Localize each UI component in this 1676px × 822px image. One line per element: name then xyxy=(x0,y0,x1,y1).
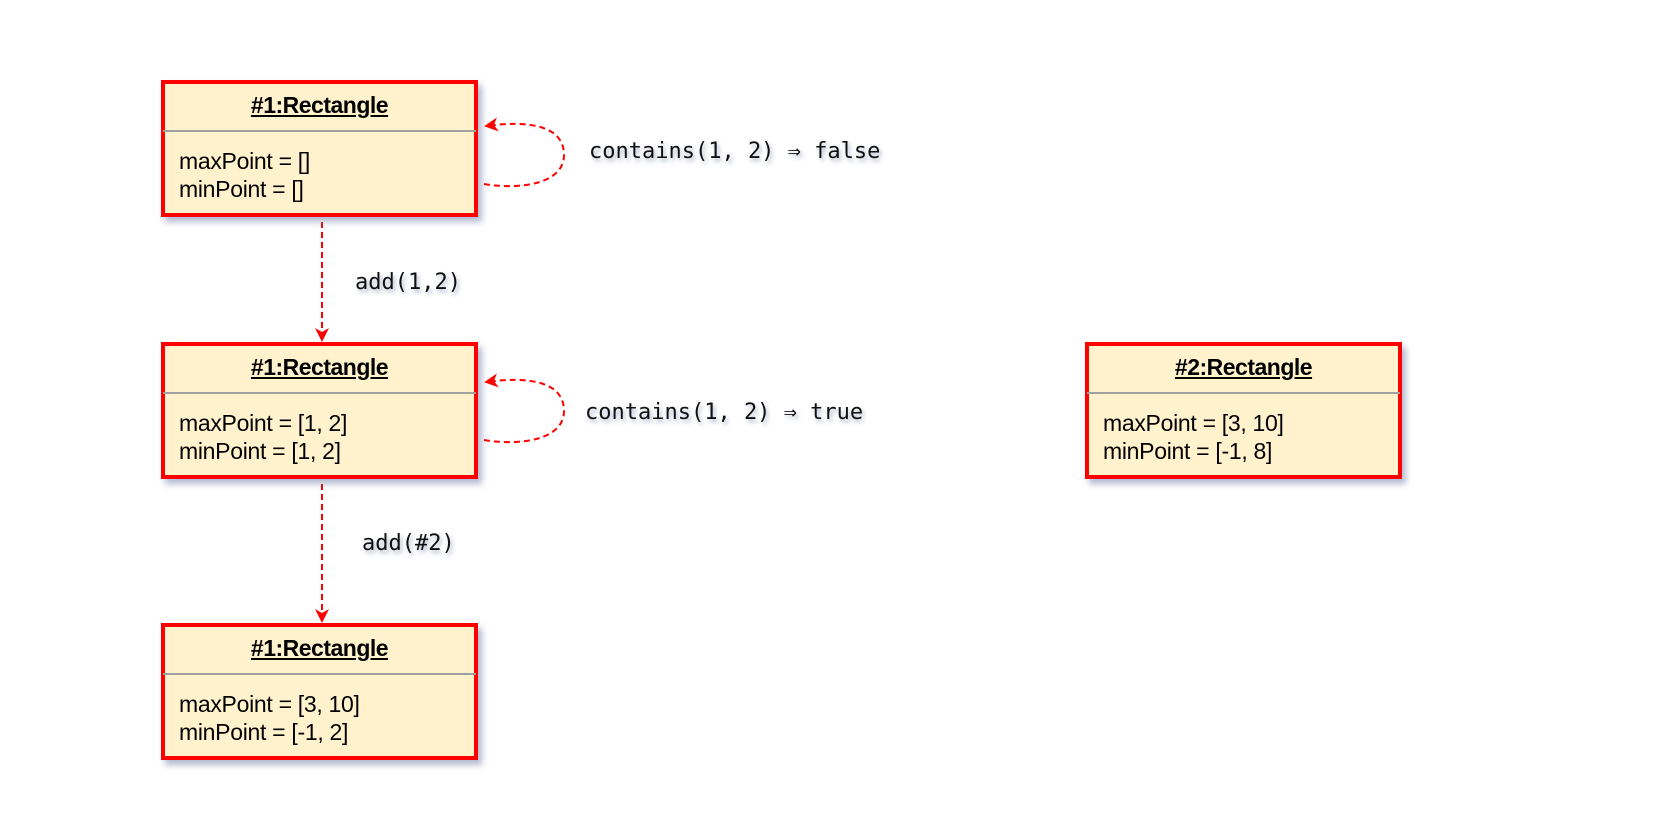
object-title: #1:Rectangle xyxy=(250,354,389,380)
divider xyxy=(163,392,476,394)
divider xyxy=(163,130,476,132)
message-label-contains-false: contains(1, 2) ⇒ false xyxy=(589,139,881,164)
attr-minpoint: minPoint = [1, 2] xyxy=(179,438,341,464)
object-attributes: maxPoint = [3, 10] minPoint = [-1, 8] xyxy=(1103,409,1284,465)
divider xyxy=(1087,392,1400,394)
message-label-add-point: add(1,2) xyxy=(355,270,461,295)
object-attributes: maxPoint = [3, 10] minPoint = [-1, 2] xyxy=(179,690,360,746)
attr-minpoint: minPoint = [] xyxy=(179,176,304,202)
attr-minpoint: minPoint = [-1, 8] xyxy=(1103,438,1273,464)
self-call-arrow-2 xyxy=(483,373,566,444)
message-label-contains-true: contains(1, 2) ⇒ true xyxy=(585,400,864,425)
object-rectangle-1-after-add[interactable]: #1:Rectangle maxPoint = [1, 2] minPoint … xyxy=(161,342,478,479)
attr-maxpoint: maxPoint = [3, 10] xyxy=(179,691,360,717)
attr-maxpoint: maxPoint = [] xyxy=(179,148,310,174)
object-title: #1:Rectangle xyxy=(250,635,389,661)
attr-minpoint: minPoint = [-1, 2] xyxy=(179,719,349,745)
attr-maxpoint: maxPoint = [3, 10] xyxy=(1103,410,1284,436)
object-rectangle-2[interactable]: #2:Rectangle maxPoint = [3, 10] minPoint… xyxy=(1085,342,1402,479)
divider xyxy=(163,673,476,675)
object-title: #2:Rectangle xyxy=(1174,354,1313,380)
object-title: #1:Rectangle xyxy=(250,92,389,118)
object-rectangle-1-initial[interactable]: #1:Rectangle maxPoint = [] minPoint = [] xyxy=(161,80,478,217)
attr-maxpoint: maxPoint = [1, 2] xyxy=(179,410,348,436)
object-attributes: maxPoint = [1, 2] minPoint = [1, 2] xyxy=(179,409,347,465)
object-attributes: maxPoint = [] minPoint = [] xyxy=(179,147,310,203)
message-label-add-rectangle: add(#2) xyxy=(362,531,455,556)
self-call-arrow-1 xyxy=(483,117,566,188)
object-rectangle-1-final[interactable]: #1:Rectangle maxPoint = [3, 10] minPoint… xyxy=(161,623,478,760)
